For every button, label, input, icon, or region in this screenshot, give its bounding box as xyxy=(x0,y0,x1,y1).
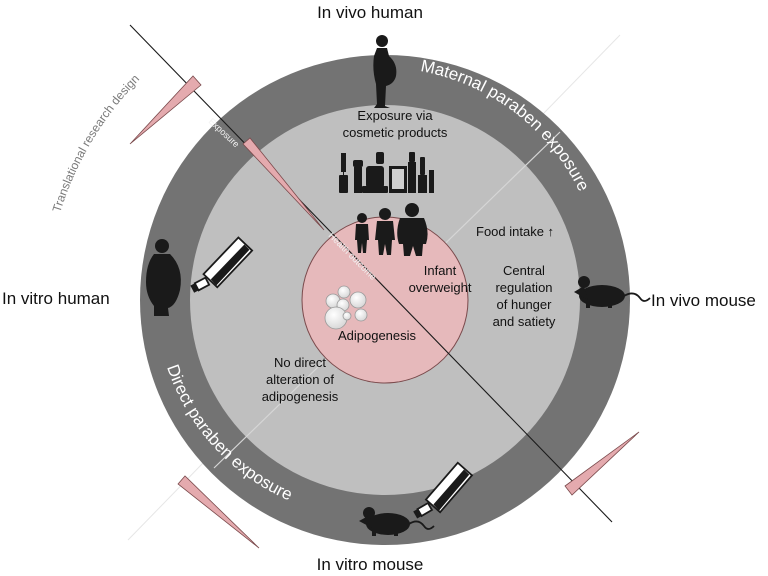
label-in-vitro-human: In vitro human xyxy=(2,289,110,308)
text-nodirect-1: No direct xyxy=(274,355,326,370)
text-adipogenesis: Adipogenesis xyxy=(338,328,417,343)
text-central-4: and satiety xyxy=(493,314,556,329)
mouse-right-icon xyxy=(574,276,651,308)
text-food-intake: Food intake ↑ xyxy=(476,224,554,239)
text-exposure-line2: cosmetic products xyxy=(343,125,448,140)
research-axis-line xyxy=(129,24,613,523)
pregnant-woman-icon xyxy=(373,35,397,108)
label-research-design: Translational research design xyxy=(50,72,143,214)
wedge-bottom-right xyxy=(564,431,640,496)
text-infant-2: overweight xyxy=(409,280,472,295)
children-icon xyxy=(355,203,428,256)
wedge-exposure xyxy=(242,137,325,231)
mouse-bottom-icon xyxy=(359,507,435,536)
text-nodirect-2: alteration of xyxy=(266,372,334,387)
culture-flask-bottom-icon xyxy=(413,461,474,519)
cosmetics-icon xyxy=(339,152,434,193)
wedge-bottom-left xyxy=(177,475,260,549)
label-in-vivo-human: In vivo human xyxy=(317,3,423,22)
text-infant-1: Infant xyxy=(424,263,457,278)
wedge-top-left xyxy=(129,75,202,145)
text-central-3: of hunger xyxy=(497,297,553,312)
culture-flask-left-icon xyxy=(190,236,254,293)
label-in-vivo-mouse: In vivo mouse xyxy=(651,291,756,310)
text-exposure-line1: Exposure via xyxy=(357,108,433,123)
text-nodirect-3: adipogenesis xyxy=(262,389,339,404)
text-central-2: regulation xyxy=(495,280,552,295)
fat-cells-icon xyxy=(324,285,368,330)
text-central-1: Central xyxy=(503,263,545,278)
overweight-person-icon xyxy=(146,239,181,316)
label-in-vitro-mouse: In vitro mouse xyxy=(317,555,424,574)
